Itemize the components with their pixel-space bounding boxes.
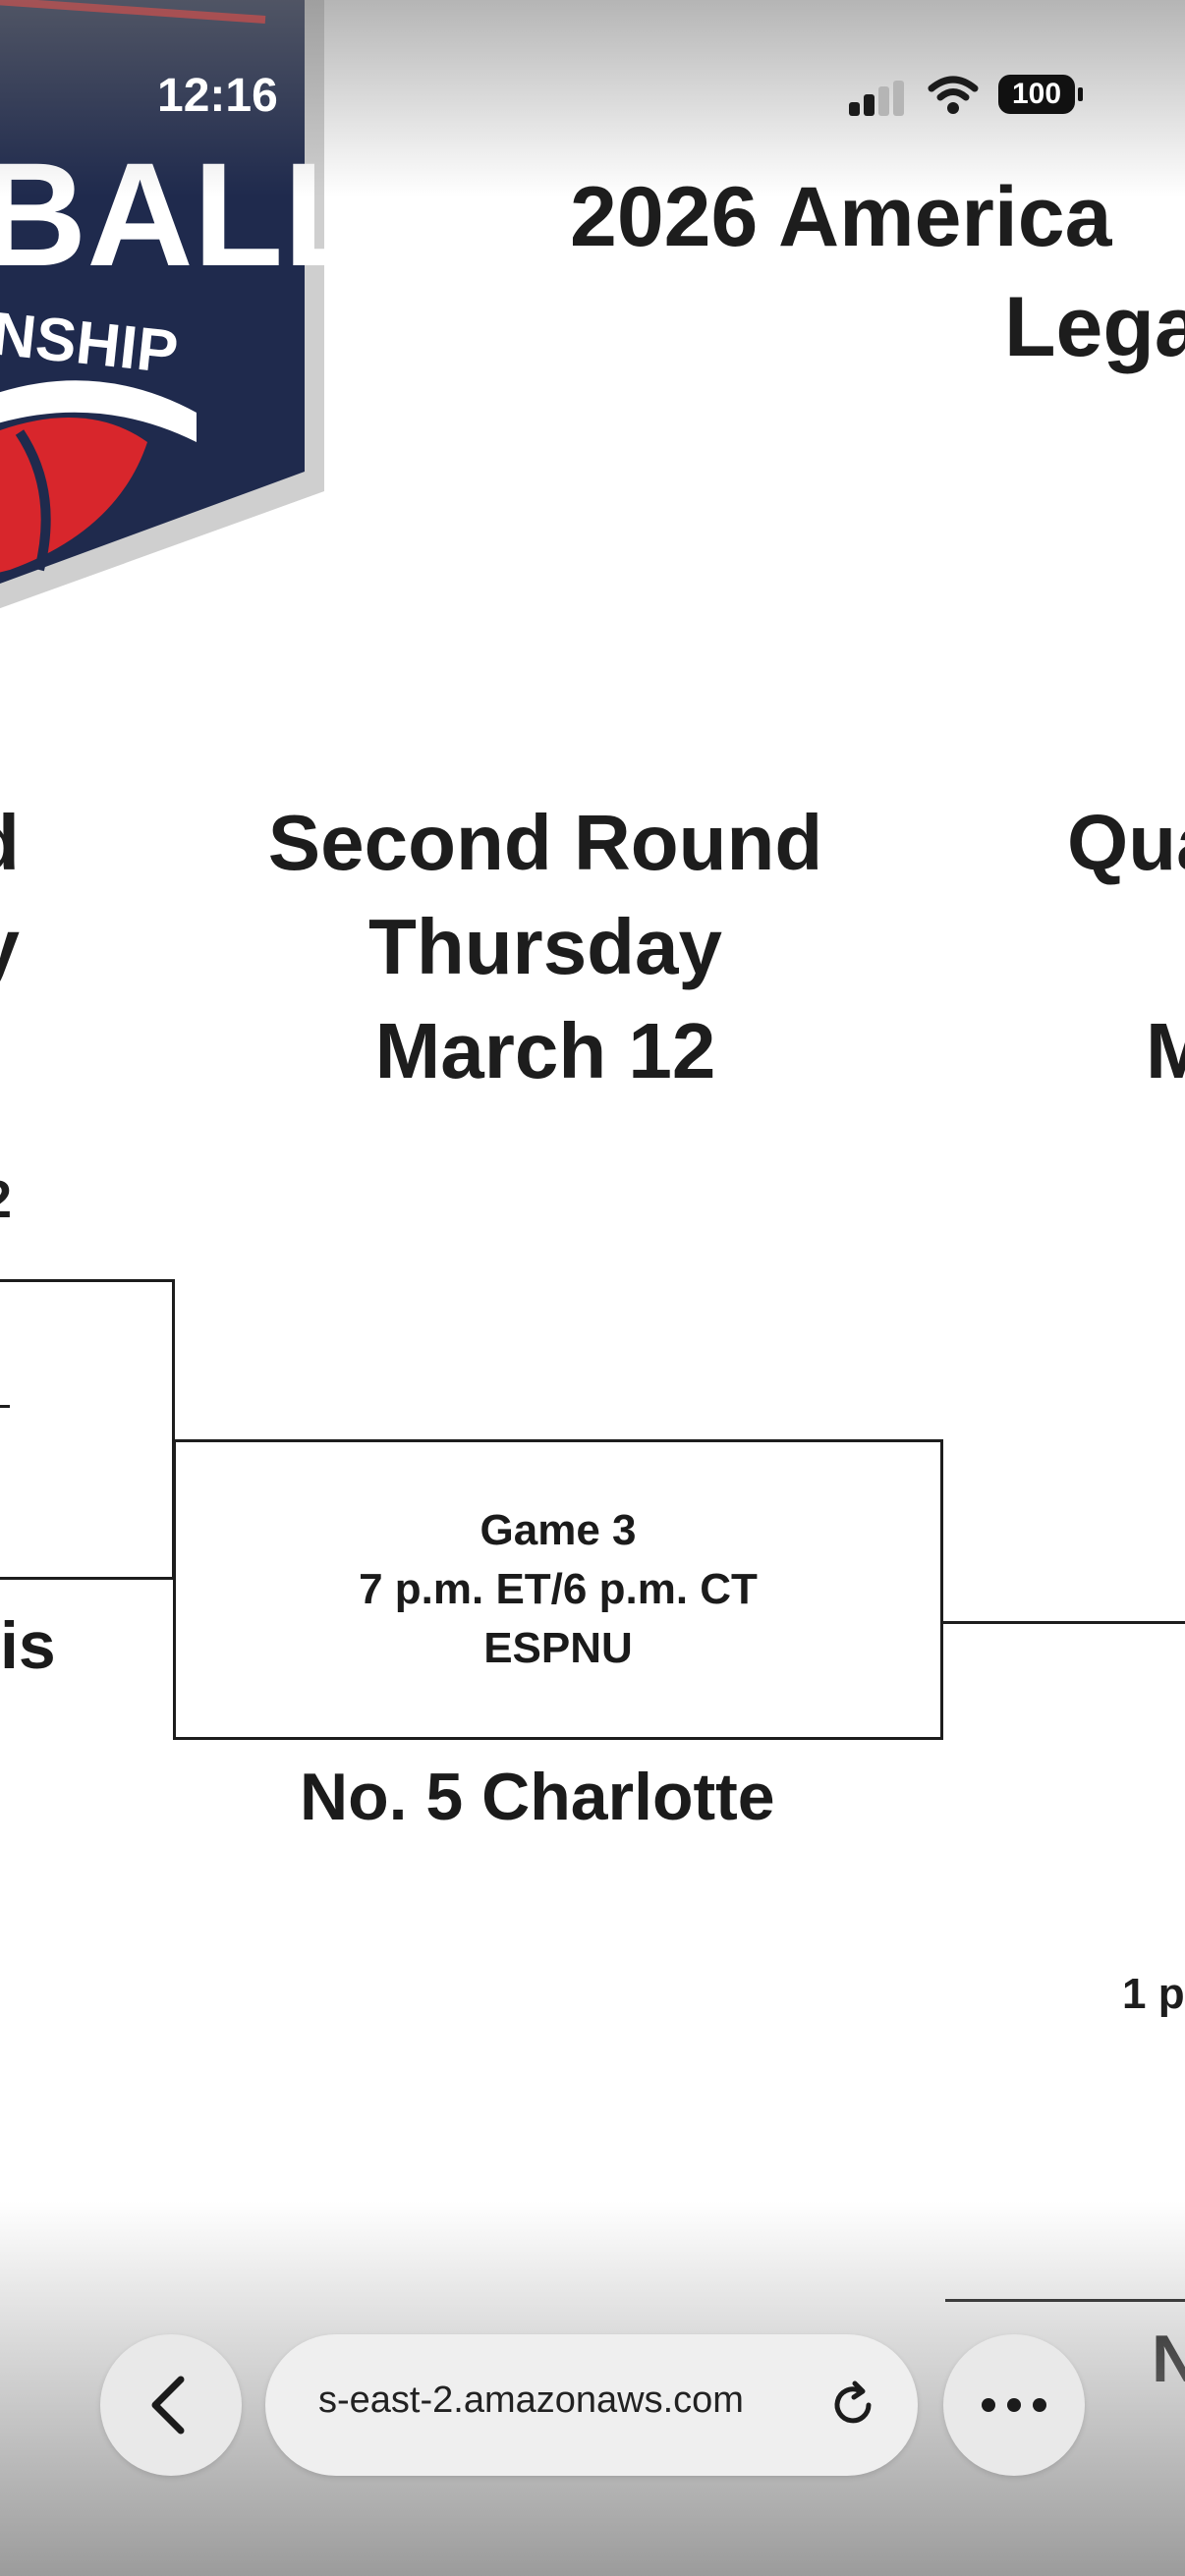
reload-icon[interactable]: [825, 2378, 880, 2433]
wifi-icon: [928, 76, 979, 114]
first-round-game-box: [0, 1279, 175, 1580]
second-round-date: March 12: [374, 1007, 716, 1094]
second-round-header: Second Round Thursday March 12: [236, 791, 855, 1103]
first-round-header-fragment: d y: [0, 791, 20, 999]
game-time: 7 p.m. ET/6 p.m. CT: [359, 1565, 758, 1613]
chevron-left-icon: [151, 2376, 185, 2435]
url-text: s-east-2.amazonaws.com: [318, 2380, 744, 2421]
status-time: 12:16: [157, 70, 278, 122]
first-round-box-mark: [0, 1405, 10, 1408]
battery-indicator: 100: [998, 75, 1083, 114]
quarterfinal-header-line-2: [1067, 895, 1185, 999]
quarterfinal-header-fragment: Qua M: [1067, 791, 1185, 1103]
more-options-button[interactable]: [943, 2334, 1085, 2476]
back-button[interactable]: [100, 2334, 242, 2476]
first-round-header-line-1: d: [0, 791, 20, 895]
quarterfinal-header-line-1: Qua: [1067, 799, 1185, 886]
game-3-box[interactable]: Game 3 7 p.m. ET/6 p.m. CT ESPNU: [173, 1439, 943, 1740]
bracket-connector-line: [941, 1621, 1185, 1624]
title-line-2: Lega: [1004, 280, 1185, 374]
status-bar-background: [0, 0, 1185, 196]
game-number: Game 3: [480, 1506, 637, 1554]
second-round-day: Thursday: [367, 903, 723, 990]
quarterfinal-header-line-3: M: [1146, 1007, 1185, 1094]
game-network: ESPNU: [483, 1624, 633, 1672]
ellipsis-icon: [982, 2398, 1046, 2412]
team-charlotte: No. 5 Charlotte: [300, 1760, 775, 1834]
address-bar[interactable]: s-east-2.amazonaws.com: [265, 2334, 918, 2476]
second-round-title: Second Round: [267, 799, 823, 886]
quarterfinal-time-fragment: 1 p: [1122, 1970, 1185, 2018]
first-round-header-line-2: y: [0, 895, 20, 999]
first-round-team-fragment: is: [0, 1608, 56, 1683]
page-title: 2026 America Lega: [570, 162, 1185, 382]
cellular-signal-icon: [849, 81, 908, 116]
title-line-1: 2026 America: [570, 170, 1112, 264]
first-round-date-fragment: 2: [0, 1169, 12, 1230]
